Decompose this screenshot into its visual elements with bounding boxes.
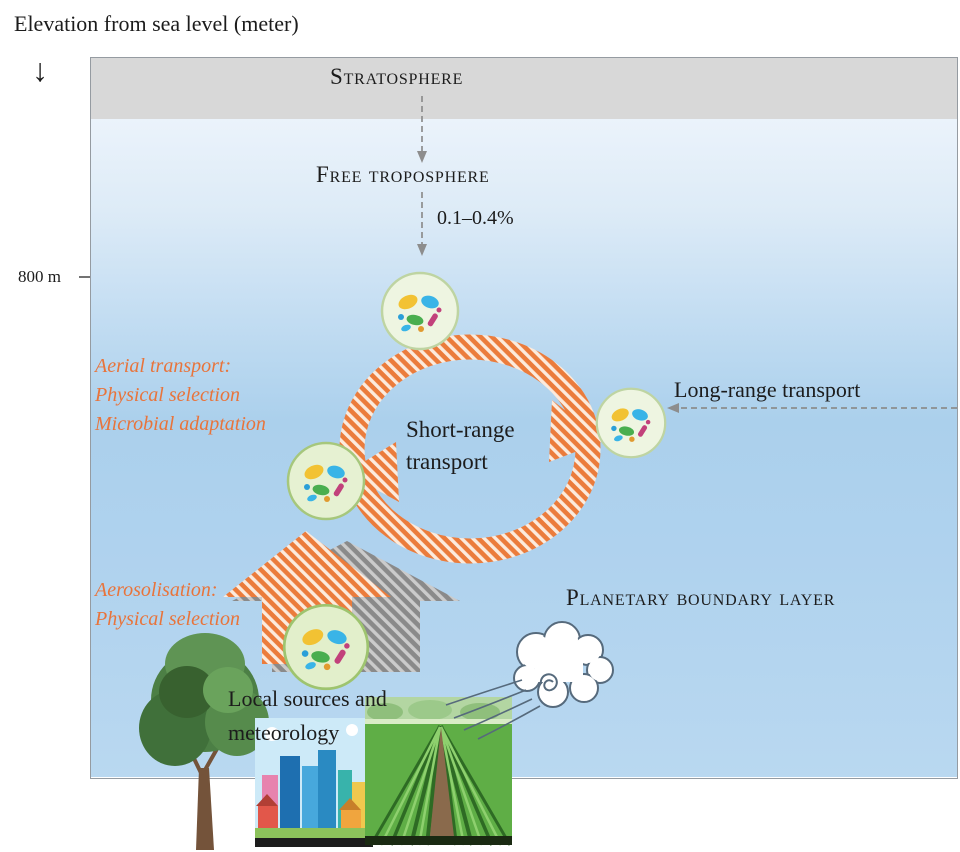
aerial-transport-note: Aerial transport: Physical selection Mic… [95,352,266,439]
aerosol-note-line2: Physical selection [95,608,240,630]
free-troposphere-label: Free troposphere [316,162,490,187]
short-range-transport-label: Short-range transport [406,417,515,475]
aerial-note-line3: Microbial adaptation [95,413,266,435]
stratosphere-band [91,58,957,119]
aerial-note-line1: Aerial transport: [95,355,232,377]
aerial-note-line2: Physical selection [95,384,240,406]
figure-title: Elevation from sea level (meter) [14,11,299,36]
planetary-boundary-layer-label: Planetary boundary layer [566,585,836,610]
elevation-axis-down-arrow-icon: ↓ [32,52,48,88]
local-sources-label: Local sources and meteorology [228,686,387,746]
long-range-transport-label: Long-range transport [674,377,861,402]
stratosphere-label: Stratosphere [330,64,464,89]
tick-800m-label: 800 m [18,267,61,286]
aerosolisation-note: Aerosolisation: Physical selection [95,576,240,634]
aerosol-note-line1: Aerosolisation: [95,579,218,601]
exchange-rate-label: 0.1–0.4% [437,207,514,229]
